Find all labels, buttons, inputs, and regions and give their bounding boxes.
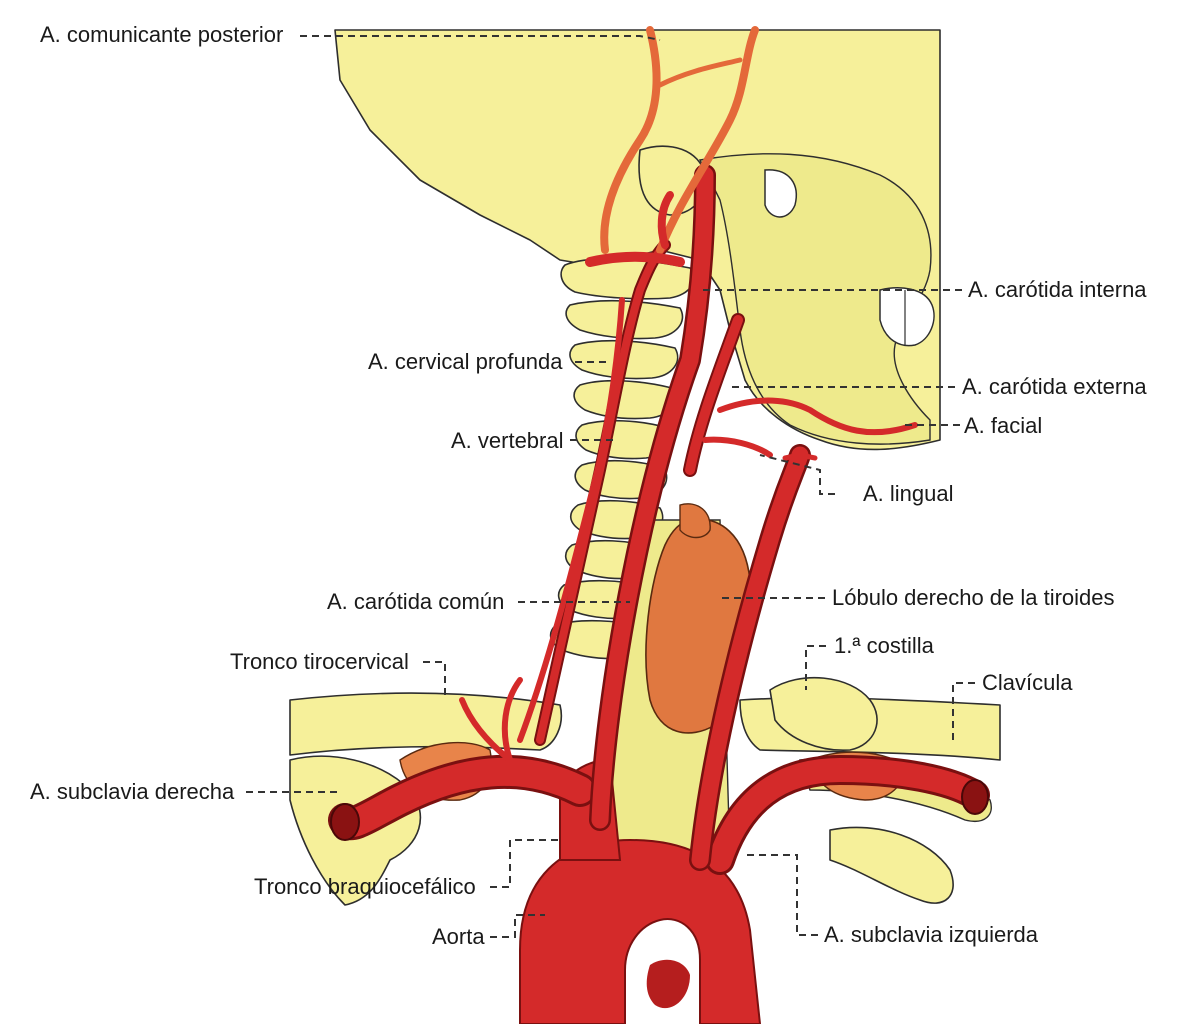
label-carotida-externa: A. carótida externa <box>962 374 1147 399</box>
label-cervical-profunda: A. cervical profunda <box>368 349 563 374</box>
label-aorta: Aorta <box>432 924 485 949</box>
clavicle-right <box>289 692 562 756</box>
thyroid-isthmus-bump <box>679 503 711 539</box>
posterior-communicating-artery <box>600 26 661 254</box>
label-facial: A. facial <box>964 413 1043 438</box>
label-comunicante-posterior: A. comunicante posterior <box>40 22 284 47</box>
label-tronco-braquiocefalico: Tronco braquiocefálico <box>254 874 476 899</box>
aortic-arch <box>519 838 762 1024</box>
label-lobulo-tiroides: Lóbulo derecho de la tiroides <box>832 585 1115 610</box>
label-tronco-tirocervical: Tronco tirocervical <box>230 649 409 674</box>
label-subclavia-izquierda: A. subclavia izquierda <box>824 922 1039 947</box>
label-vertebral: A. vertebral <box>451 428 564 453</box>
lingual-artery <box>702 436 773 458</box>
deep-cervical-artery <box>517 297 625 743</box>
external-carotid <box>685 315 743 475</box>
mandible <box>698 153 932 445</box>
left-subclavian-artery <box>708 758 987 872</box>
left-common-carotid <box>691 446 809 869</box>
label-subclavia-derecha: A. subclavia derecha <box>30 779 235 804</box>
leader-lines <box>246 35 975 938</box>
label-carotida-comun: A. carótida común <box>327 589 505 614</box>
label-clavicula: Clavícula <box>982 670 1073 695</box>
thyrocervical-trunk <box>459 677 523 763</box>
facial-artery <box>717 397 918 436</box>
scapula-left-piece <box>829 826 954 904</box>
label-carotida-interna: A. carótida interna <box>968 277 1147 302</box>
right-common-carotid <box>591 166 714 829</box>
first-rib-left <box>769 676 878 751</box>
teeth <box>879 287 935 347</box>
label-primera-costilla: 1.ª costilla <box>834 633 934 658</box>
styloid-notch <box>764 169 797 218</box>
label-lingual: A. lingual <box>863 481 954 506</box>
